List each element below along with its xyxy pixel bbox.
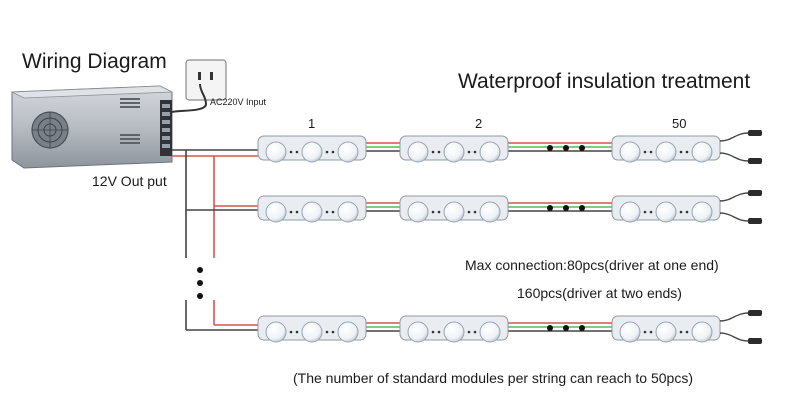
module-number-1: 1 <box>308 116 316 131</box>
module-string-1 <box>257 130 762 164</box>
power-input-label: AC220V Input <box>210 97 267 107</box>
wall-socket-icon <box>171 59 227 113</box>
led-icon <box>619 141 641 163</box>
module-string-3 <box>257 310 762 344</box>
module-number-50: 50 <box>672 116 687 131</box>
horizontal-ellipsis-icon <box>547 205 585 211</box>
led-icon <box>265 201 287 223</box>
waterproof-label: Waterproof insulation treatment <box>458 70 751 93</box>
led-icon <box>691 201 713 223</box>
led-module <box>257 135 367 163</box>
module-number-2: 2 <box>475 116 483 131</box>
led-icon <box>407 201 429 223</box>
modules-per-string-note: (The number of standard modules per stri… <box>293 370 693 386</box>
led-icon <box>655 141 677 163</box>
led-icon <box>479 201 501 223</box>
led-icon <box>407 321 429 343</box>
led-icon <box>265 321 287 343</box>
led-icon <box>443 321 465 343</box>
led-icon <box>619 321 641 343</box>
led-icon <box>619 201 641 223</box>
waterproof-end-cap-icon <box>719 130 762 164</box>
psu-vents <box>120 98 140 144</box>
led-icon <box>301 201 323 223</box>
led-icon <box>691 321 713 343</box>
max-connection-line-2: 160pcs(driver at two ends) <box>517 285 682 301</box>
horizontal-ellipsis-icon <box>547 145 585 151</box>
led-icon <box>691 141 713 163</box>
led-icon <box>337 141 359 163</box>
bus-wires <box>172 149 258 331</box>
led-module <box>399 315 509 343</box>
waterproof-end-cap-icon <box>719 190 762 224</box>
led-icon <box>443 201 465 223</box>
horizontal-ellipsis-icon <box>547 325 585 331</box>
led-icon <box>479 321 501 343</box>
led-icon <box>655 201 677 223</box>
led-module <box>611 315 721 343</box>
led-icon <box>479 141 501 163</box>
led-icon <box>407 141 429 163</box>
output-label: 12V Out put <box>92 173 167 189</box>
led-icon <box>301 141 323 163</box>
waterproof-end-cap-icon <box>719 310 762 344</box>
led-module <box>257 315 367 343</box>
led-icon <box>655 321 677 343</box>
led-icon <box>337 201 359 223</box>
led-module <box>399 195 509 223</box>
led-icon <box>265 141 287 163</box>
led-module <box>399 135 509 163</box>
max-connection-line-1: Max connection:80pcs(driver at one end) <box>465 257 719 273</box>
module-rows <box>257 130 762 344</box>
led-module <box>611 135 721 163</box>
led-module <box>611 195 721 223</box>
led-icon <box>443 141 465 163</box>
led-icon <box>301 321 323 343</box>
vertical-ellipsis-icon <box>197 267 203 299</box>
led-icon <box>337 321 359 343</box>
module-string-2 <box>257 190 762 224</box>
power-supply <box>11 85 173 169</box>
diagram-title: Wiring Diagram <box>22 50 167 73</box>
led-module <box>257 195 367 223</box>
